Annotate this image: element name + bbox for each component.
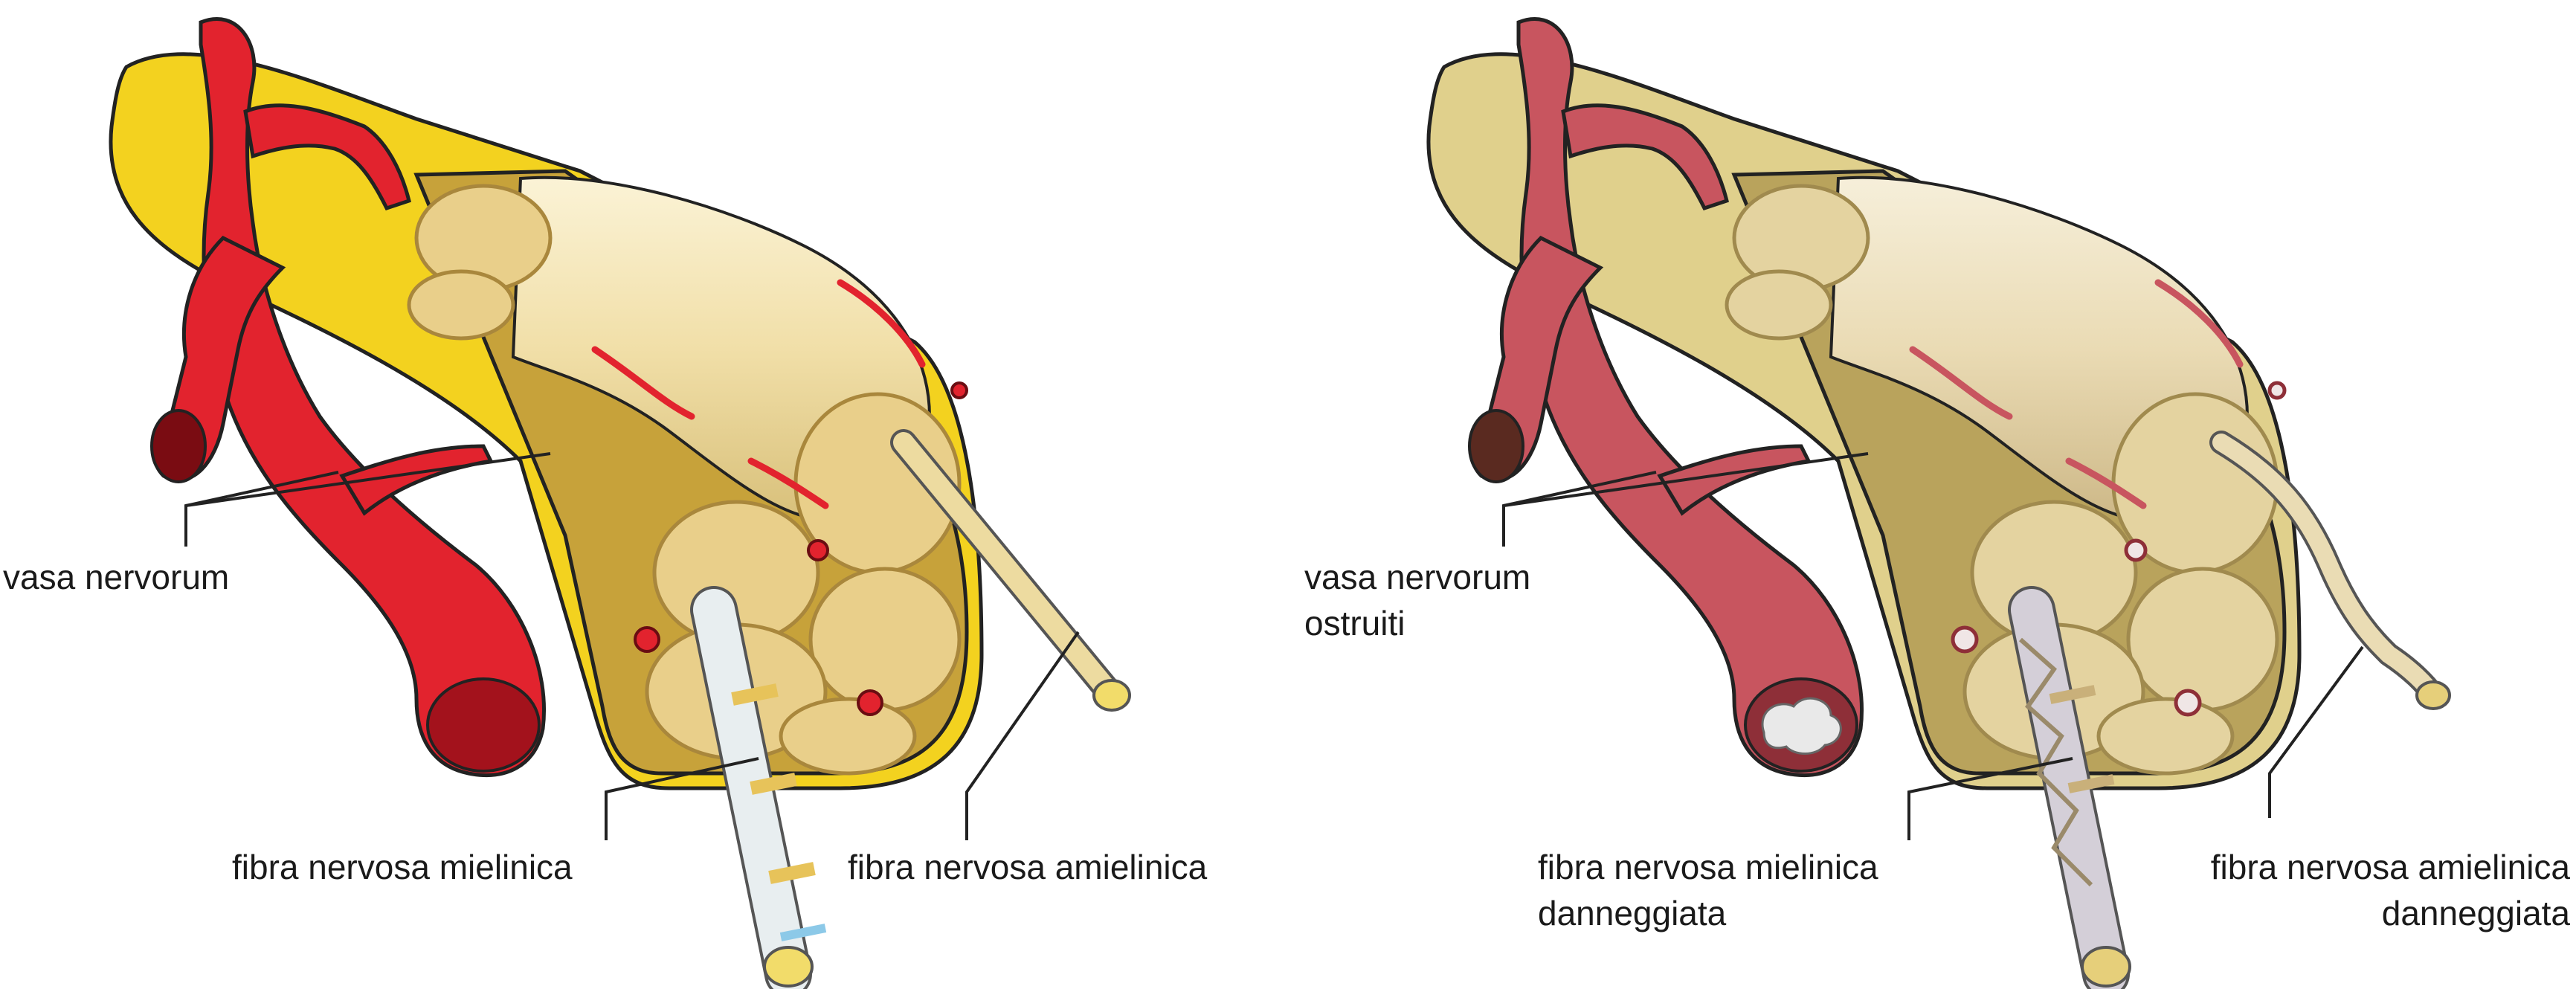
damaged-myelin-sheath-fill [2011, 589, 2127, 989]
artery-branch [1561, 103, 1729, 211]
label-vasa-nervorum-obstructed: vasa nervorum ostruiti [1304, 558, 1531, 642]
artery-branch [1657, 444, 1812, 516]
intraneural-vessels [591, 279, 968, 716]
label-damaged-unmyelinated-fiber: fibra nervosa amielinica danneggiata [2210, 848, 2570, 932]
label-unmyelinated-fiber: fibra nervosa amielinica [848, 848, 1208, 886]
label-vasa-nervorum: vasa nervorum [3, 558, 230, 596]
small-vessel [857, 689, 883, 716]
myelin-sheath-fill [693, 589, 809, 989]
myelin-damage [2019, 637, 2093, 887]
longitudinal-vessel [591, 346, 695, 420]
unmyelinated-axon-fill [893, 432, 1122, 706]
fascicle [1725, 269, 1833, 341]
longitudinal-vessel [2065, 457, 2147, 509]
small-vessel [950, 381, 968, 399]
obstructed-vessel [2174, 689, 2202, 717]
damaged-nerve-panel [1426, 16, 2451, 989]
fascicle [808, 567, 962, 712]
longitudinal-vessel [747, 457, 829, 509]
leader-lines [184, 452, 1080, 840]
vasa-nervorum-artery [150, 16, 547, 777]
longitudinal-vessel [2154, 279, 2244, 368]
fiber-cut-end [2081, 946, 2131, 988]
artery-branch-lumen [1468, 409, 1524, 483]
artery-branch [339, 444, 494, 516]
node-of-ranvier [750, 773, 797, 795]
node-of-ranvier [779, 924, 827, 941]
node-of-ranvier [2049, 685, 2096, 704]
node-of-ranvier [731, 683, 779, 706]
fascicle [2096, 697, 2235, 776]
label-damaged-myelinated-fiber: fibra nervosa mielinica danneggiata [1538, 848, 1878, 932]
obstructed-vasa-nervorum-artery [1468, 16, 1864, 777]
atherosclerotic-plaque [1761, 697, 1842, 755]
myelinated-fiber [690, 586, 827, 989]
obstructed-vessel [2267, 381, 2287, 400]
artery-branch [243, 103, 411, 211]
label-myelinated-fiber: fibra nervosa mielinica [232, 848, 573, 886]
obstructed-intraneural-vessels [1909, 279, 2287, 717]
fiber-cut-end [763, 946, 814, 988]
fiber-cut-end [2415, 680, 2451, 710]
artery-lumen [426, 677, 541, 773]
longitudinal-vessel [1909, 346, 2013, 420]
fascicle [779, 697, 917, 776]
small-vessel [807, 539, 829, 561]
longitudinal-vessel [837, 279, 926, 368]
obstructed-vessel [1951, 625, 1979, 654]
artery-branch-lumen [150, 409, 207, 483]
node-of-ranvier [768, 862, 816, 884]
damaged-unmyelinated-axon-fill [2212, 434, 2442, 704]
fascicles [407, 184, 962, 776]
small-vessel [634, 626, 660, 653]
damaged-myelinated-fiber [2008, 586, 2131, 989]
obstructed-vessel [2124, 538, 2148, 562]
damaged-unmyelinated-fiber [2209, 431, 2451, 710]
unmyelinated-fiber [890, 429, 1131, 712]
leader-lines [1502, 452, 2364, 840]
healthy-nerve-panel [109, 16, 1131, 989]
fiber-cut-end [1092, 679, 1131, 712]
fascicle [2126, 567, 2279, 712]
fascicle [407, 269, 515, 341]
node-of-ranvier [2067, 774, 2115, 793]
